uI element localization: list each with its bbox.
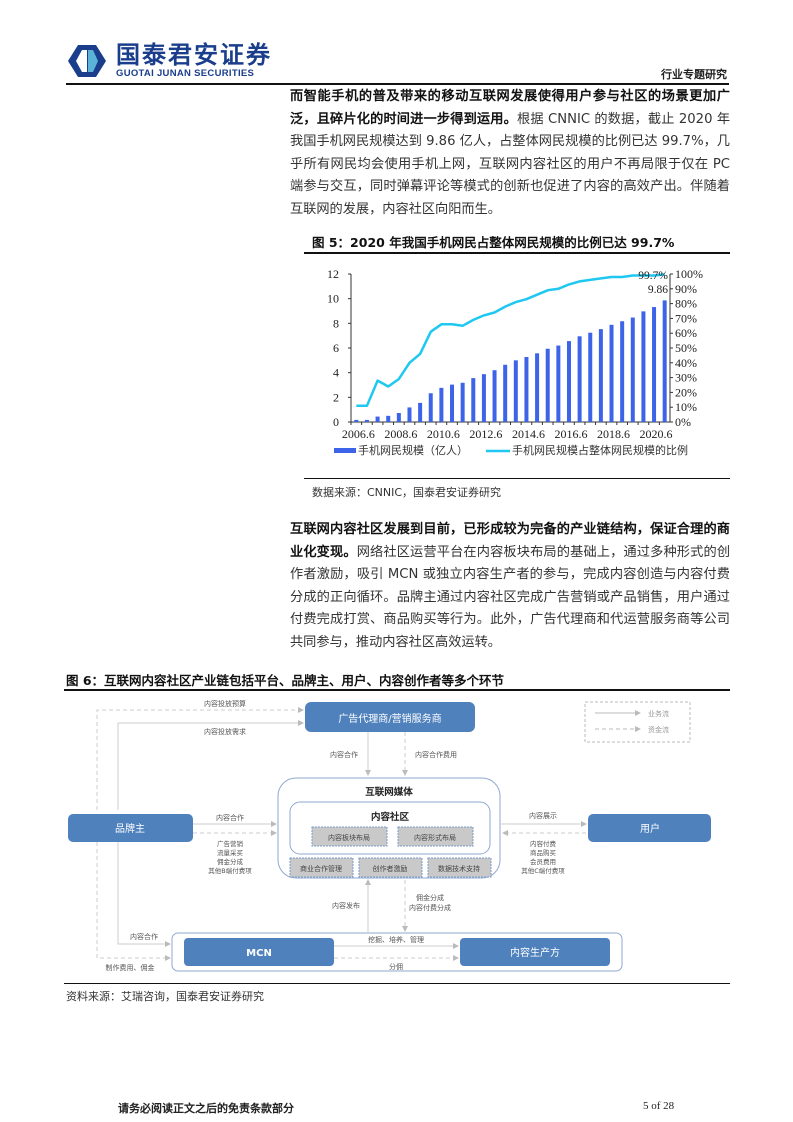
svg-text:手机网民规模占整体网民规模的比例: 手机网民规模占整体网民规模的比例 xyxy=(512,443,688,457)
footer-disclaimer: 请务必阅读正文之后的免责条款部分 xyxy=(118,1102,294,1115)
svg-text:2012.6: 2012.6 xyxy=(469,427,502,441)
paragraph-1: 而智能手机的普及带来的移动互联网发展使得用户参与社区的场景更加广泛，且碎片化的时… xyxy=(290,86,730,222)
svg-text:2018.6: 2018.6 xyxy=(597,427,630,441)
svg-text:手机网民规模（亿人）: 手机网民规模（亿人） xyxy=(358,443,468,457)
svg-text:2010.6: 2010.6 xyxy=(427,427,460,441)
page-number: 5 of 28 xyxy=(643,1100,675,1112)
svg-text:60%: 60% xyxy=(675,326,697,340)
svg-text:分佣: 分佣 xyxy=(389,962,403,971)
svg-text:制作费用、佣金: 制作费用、佣金 xyxy=(106,963,155,972)
figure-5-title: 图 5：2020 年我国手机网民占整体网民规模的比例已达 99.7% xyxy=(312,235,675,250)
svg-text:0%: 0% xyxy=(675,415,691,429)
svg-text:6: 6 xyxy=(333,341,339,355)
svg-text:内容付费: 内容付费 xyxy=(530,839,557,848)
figure-5-bottom-rule xyxy=(304,478,730,479)
svg-text:内容展示: 内容展示 xyxy=(529,811,557,820)
svg-text:40%: 40% xyxy=(675,356,697,370)
svg-text:其他C端付费项: 其他C端付费项 xyxy=(521,866,565,875)
svg-text:80%: 80% xyxy=(675,297,697,311)
svg-text:内容生产方: 内容生产方 xyxy=(510,946,560,959)
svg-text:2014.6: 2014.6 xyxy=(512,427,545,441)
svg-text:90%: 90% xyxy=(675,282,697,296)
node-brand xyxy=(68,814,193,842)
svg-text:2: 2 xyxy=(333,390,339,404)
figure-6-rule xyxy=(64,689,730,691)
svg-text:内容社区: 内容社区 xyxy=(371,811,410,823)
svg-text:内容投放需求: 内容投放需求 xyxy=(204,727,246,736)
paragraph-2: 互联网内容社区发展到目前，已形成较为完备的产业链结构，保证合理的商业化变现。网络… xyxy=(290,519,730,655)
svg-text:内容合作费用: 内容合作费用 xyxy=(415,750,457,759)
svg-text:4: 4 xyxy=(333,366,339,380)
svg-text:其他B端付费项: 其他B端付费项 xyxy=(208,866,252,875)
paragraph-2-text: 网络社区运营平台在内容板块布局的基础上，通过多种形式的创作者激励，吸引 MCN … xyxy=(290,544,731,650)
svg-text:100%: 100% xyxy=(675,267,703,281)
svg-text:商业合作管理: 商业合作管理 xyxy=(300,864,342,873)
svg-text:内容投放预算: 内容投放预算 xyxy=(204,699,246,708)
svg-text:8: 8 xyxy=(333,316,339,330)
svg-text:MCN: MCN xyxy=(246,948,272,959)
svg-text:2016.6: 2016.6 xyxy=(554,427,587,441)
svg-text:品牌主: 品牌主 xyxy=(115,822,145,835)
figure-5-rule xyxy=(304,252,730,254)
svg-text:内容合作: 内容合作 xyxy=(216,813,244,822)
svg-text:99.7%: 99.7% xyxy=(638,270,668,282)
svg-text:广告营销: 广告营销 xyxy=(217,839,244,848)
svg-text:创作者激励: 创作者激励 xyxy=(373,864,408,873)
figure-5-source: 数据来源：CNNIC，国泰君安证券研究 xyxy=(312,486,502,499)
svg-text:内容板块布局: 内容板块布局 xyxy=(328,833,370,842)
legend-business: 业务流 xyxy=(648,709,669,718)
paragraph-1-text: 根据 CNNIC 的数据，截止 2020 年我国手机网民规模达到 9.86 亿人… xyxy=(290,111,731,217)
svg-text:2008.6: 2008.6 xyxy=(384,427,417,441)
svg-text:商品购买: 商品购买 xyxy=(530,848,557,857)
node-producer xyxy=(460,938,610,966)
svg-text:9.86: 9.86 xyxy=(648,284,668,296)
figure-6-diagram: 业务流 资金流 广告代理商/营销服务商 内容投放预算 内容投放需求 内容合作 内… xyxy=(68,699,711,972)
legend-capital: 资金流 xyxy=(648,725,669,734)
svg-text:20%: 20% xyxy=(675,385,697,399)
svg-text:内容合作: 内容合作 xyxy=(330,750,358,759)
svg-text:内容付费分成: 内容付费分成 xyxy=(409,903,451,912)
paragraph-2-bold: 互联网内容社区发展到目前，已形成较为完备的产业链结构，保证合理的商业化变现。 xyxy=(290,522,730,560)
header-divider xyxy=(66,83,729,85)
node-mcn xyxy=(184,938,334,966)
figure-5-chart: 0 2 4 6 8 10 12 0%10%20%30%40%50%60%70%80%90%10… xyxy=(327,267,703,457)
svg-text:用户: 用户 xyxy=(640,822,660,835)
svg-text:50%: 50% xyxy=(675,341,697,355)
svg-text:佣金分成: 佣金分成 xyxy=(217,857,244,866)
section-label: 行业专题研究 xyxy=(661,68,727,81)
svg-text:会员费用: 会员费用 xyxy=(530,857,556,866)
svg-text:10: 10 xyxy=(327,292,339,306)
svg-text:0: 0 xyxy=(333,415,339,429)
svg-text:内容发布: 内容发布 xyxy=(332,901,360,910)
svg-text:佣金分成: 佣金分成 xyxy=(416,893,444,902)
figure-6-title: 图 6：互联网内容社区产业链包括平台、品牌主、用户、内容创作者等多个环节 xyxy=(66,673,505,688)
svg-text:10%: 10% xyxy=(675,400,697,414)
svg-text:内容形式布局: 内容形式布局 xyxy=(414,833,456,842)
svg-text:挖掘、培养、管理: 挖掘、培养、管理 xyxy=(368,935,424,944)
svg-text:广告代理商/营销服务商: 广告代理商/营销服务商 xyxy=(338,712,441,725)
svg-text:数据技术支持: 数据技术支持 xyxy=(438,864,480,873)
svg-text:流量采买: 流量采买 xyxy=(217,848,244,857)
svg-text:内容合作: 内容合作 xyxy=(130,932,158,941)
node-user xyxy=(588,814,711,842)
paragraph-1-bold: 而智能手机的普及带来的移动互联网发展使得用户参与社区的场景更加广泛，且碎片化的时… xyxy=(290,89,730,127)
svg-text:2006.6: 2006.6 xyxy=(342,427,375,441)
svg-text:70%: 70% xyxy=(675,311,697,325)
figure-6-bottom-rule xyxy=(64,983,730,984)
svg-text:30%: 30% xyxy=(675,371,697,385)
svg-text:2020.6: 2020.6 xyxy=(640,427,673,441)
figure-6-source: 资料来源：艾瑞咨询，国泰君安证券研究 xyxy=(66,990,264,1003)
svg-text:互联网媒体: 互联网媒体 xyxy=(365,786,413,798)
node-agency xyxy=(305,702,475,732)
svg-text:12: 12 xyxy=(327,267,339,281)
logo-text-en: GUOTAI JUNAN SECURITIES xyxy=(116,68,255,79)
logo-mark-icon xyxy=(68,44,106,77)
logo-text-cn: 国泰君安证券 xyxy=(116,41,272,69)
company-logo: 国泰君安证券 GUOTAI JUNAN SECURITIES xyxy=(66,42,272,79)
